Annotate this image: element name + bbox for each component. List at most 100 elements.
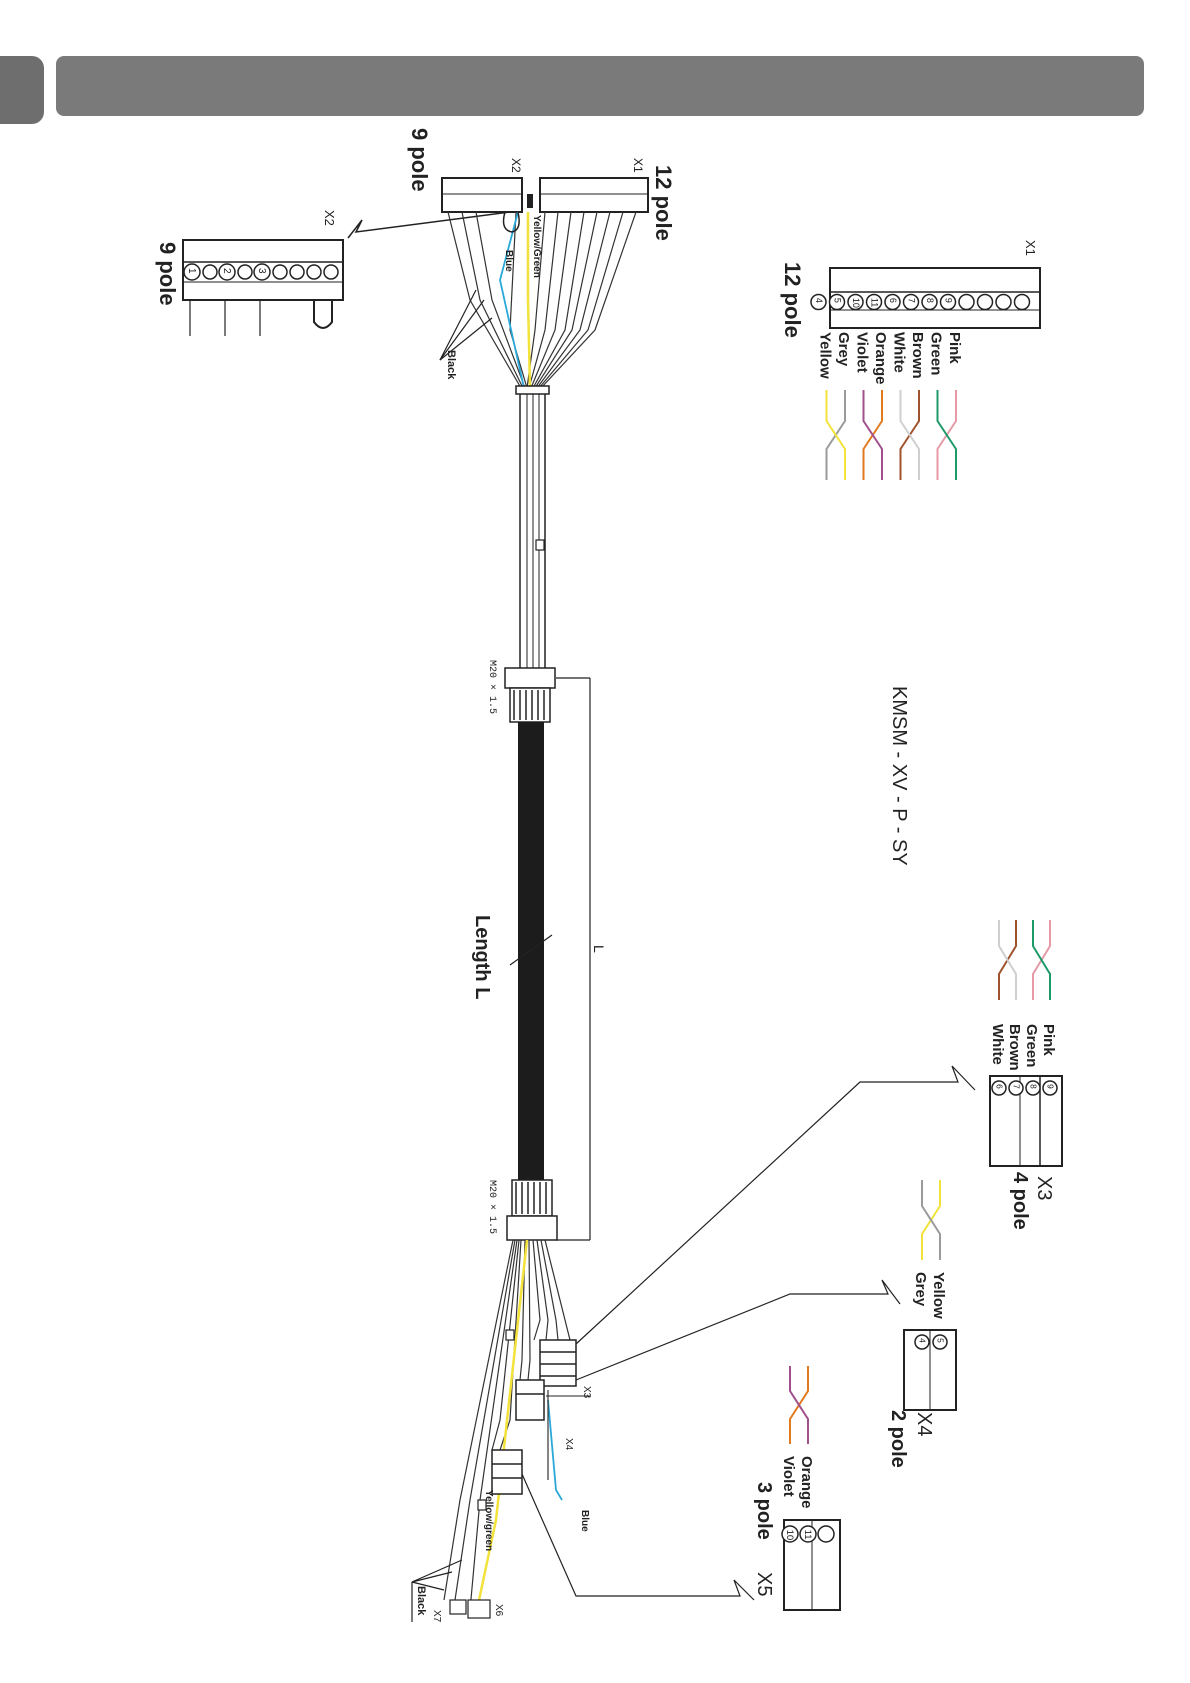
x1-harness-connector [539, 177, 649, 213]
x2-leader-line [347, 211, 511, 239]
x2-empty-pin [289, 264, 305, 280]
x1-wire-label: Brown [909, 332, 926, 379]
x1-empty-pin [976, 293, 994, 311]
main-cable [518, 722, 544, 1182]
header-banner [56, 56, 1144, 116]
x4-detail-label: X4 [913, 1412, 935, 1436]
x1-empty-pin [995, 293, 1012, 311]
x3-detail-pole-label: 4 pole [1009, 1172, 1031, 1230]
x3-pin [991, 1080, 1007, 1096]
x1-empty-pin [1013, 293, 1031, 311]
x1-wire-label: Green [928, 332, 945, 375]
x3-pin-number: 9 [1046, 1084, 1056, 1089]
x3-pin [1025, 1080, 1041, 1096]
top-black-leader [439, 289, 493, 361]
x4-pin [932, 1334, 948, 1350]
x2-empty-pin [237, 264, 253, 280]
x1-pin [939, 293, 957, 311]
bottom-cable-gland [506, 1179, 558, 1241]
x1-pin-number: 4 [814, 298, 824, 303]
x6-harness-connector [467, 1599, 491, 1619]
x3-pin [1008, 1080, 1024, 1096]
x2-empty-pin [202, 264, 218, 280]
x4-pin-row: 54 [914, 1334, 948, 1350]
x2-pin [218, 263, 236, 281]
x1-harness-label: X1 [631, 158, 645, 173]
x2-empty-pin [306, 264, 322, 280]
x1-pin [865, 293, 883, 311]
x1-pin [884, 293, 901, 311]
bottom-yellow-green-wire [476, 1239, 529, 1606]
x1-pin [810, 293, 827, 311]
x4-wire-label: Grey [912, 1272, 929, 1307]
x3-leader-line [575, 1065, 976, 1345]
x1-wire-label: Yellow [817, 332, 834, 379]
x1-pin [847, 293, 864, 311]
x2-harness-label: X2 [509, 158, 523, 173]
x5-pin [799, 1525, 817, 1543]
x1-pin [921, 293, 938, 311]
x2-pin-number: 2 [221, 268, 232, 274]
x1-pin [902, 293, 920, 311]
x2-detail-pole-label: 9 pole [155, 242, 180, 306]
x4-harness-label: X4 [563, 1438, 574, 1451]
x1-wire-label: Orange [872, 332, 889, 385]
x1-wire-green [936, 390, 957, 480]
x3-wire-green [1032, 920, 1051, 1000]
x3-wire-label: White [989, 1024, 1006, 1065]
page-tab [0, 56, 44, 124]
top-blue-label: Blue [503, 250, 514, 272]
x3-harness-label: X3 [581, 1386, 592, 1399]
x4-pin [914, 1334, 930, 1350]
x3-harness-connector [539, 1339, 577, 1387]
x4-leader-line [575, 1279, 901, 1381]
x2-empty-pin [323, 264, 339, 280]
bottom-black-leader [411, 1559, 463, 1622]
x1-wire-label: White [891, 332, 908, 373]
length-dimension [556, 677, 591, 1241]
bottom-yellow-green-label: Yellow/green [483, 1490, 494, 1551]
x1-pin [828, 293, 846, 311]
x2-pin [253, 263, 271, 281]
length-l-label: Length L [471, 915, 493, 999]
x1-wire-label: Violet [854, 332, 871, 373]
x4-wire-grey [921, 1180, 941, 1260]
x5-empty-pin [817, 1525, 835, 1543]
x1-pin-number: 5 [832, 298, 842, 303]
x1-pin-number: 9 [943, 298, 953, 303]
x3-wire-white [998, 920, 1017, 1000]
x1-wire-yellow [825, 390, 846, 480]
x4-detail-pole-label: 2 pole [887, 1410, 909, 1468]
x4-pin-number: 4 [918, 1338, 928, 1343]
x4-detail-connector [903, 1329, 957, 1411]
x5-wire-label: Violet [780, 1456, 797, 1497]
x2-pin-number: 3 [256, 268, 267, 274]
x2-pin-number: 1 [186, 268, 197, 274]
top-yellow-green-label: Yellow/Green [531, 215, 542, 278]
x1-empty-pin [958, 293, 975, 311]
x3-pin-number: 7 [1012, 1084, 1022, 1089]
x1-pin-number: 10 [851, 298, 861, 308]
top-yellow-green-wire [526, 212, 532, 389]
x5-pin-row: 11 10 [781, 1525, 835, 1543]
x4-wire-label: Yellow [930, 1272, 947, 1319]
top-cable-gland [504, 667, 556, 723]
length-l-short-label: L [591, 945, 607, 953]
cable-thin-section [515, 385, 550, 670]
x2-empty-pin [272, 264, 288, 280]
x1-detail-pole-label: 12 pole [780, 262, 805, 338]
x2-pin [183, 263, 201, 281]
x3-wire-label: Pink [1040, 1024, 1057, 1056]
x1-pin-number: 7 [906, 298, 916, 303]
x3-pin-number: 6 [995, 1084, 1005, 1089]
x1-wire-violet [862, 390, 883, 480]
bottom-black-label: Black [415, 1586, 427, 1616]
x1-detail-label: X1 [1023, 240, 1038, 256]
x5-pin-number: 11 [802, 1530, 813, 1540]
x5-pin-number: 10 [784, 1530, 795, 1541]
x2-harness-connector [441, 177, 533, 213]
x6-harness-label: X6 [493, 1604, 504, 1617]
